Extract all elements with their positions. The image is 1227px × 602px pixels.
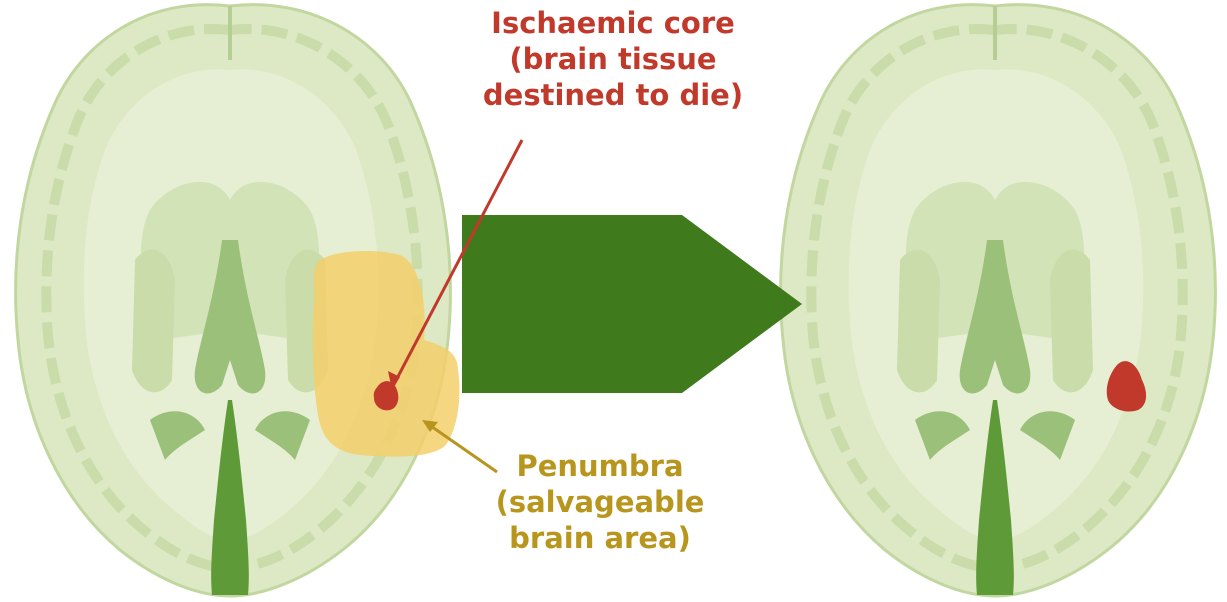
penumbra-label-line-1: Penumbra <box>470 448 730 484</box>
penumbra-label: Penumbra (salvageable brain area) <box>470 448 730 556</box>
penumbra-label-line-3: brain area) <box>470 520 730 556</box>
brain-after <box>781 5 1216 596</box>
penumbra-label-line-2: (salvageable <box>470 484 730 520</box>
ischaemic-core-label: Ischaemic core (brain tissue destined to… <box>448 5 778 113</box>
core-label-line-1: Ischaemic core <box>448 5 778 41</box>
core-label-line-3: destined to die) <box>448 77 778 113</box>
core-label-line-2: (brain tissue <box>448 41 778 77</box>
transition-arrow <box>462 215 802 393</box>
